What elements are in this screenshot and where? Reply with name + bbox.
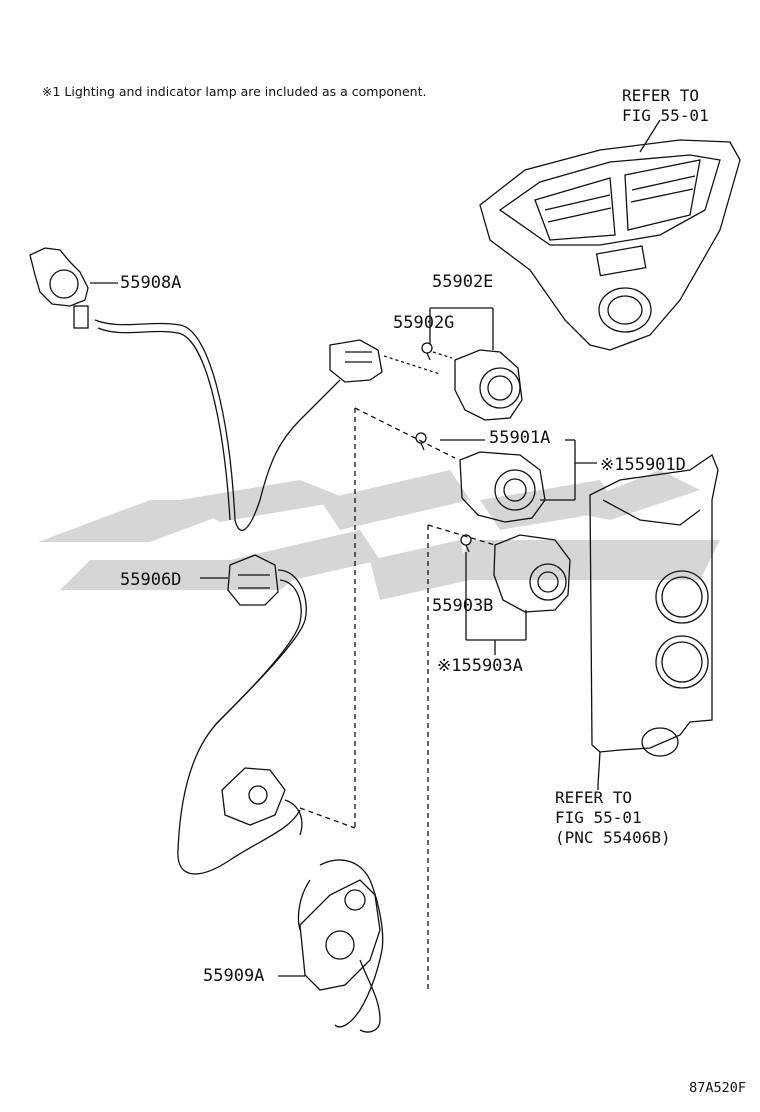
connector-upper — [329, 339, 441, 383]
part-label-55903b: 55903B — [432, 596, 494, 616]
air-vent-assembly — [479, 119, 741, 351]
refer-bottom-line3: (PNC 55406B) — [555, 828, 671, 847]
refer-top-line1: REFER TO — [622, 86, 700, 105]
part-label-55903a: ※155903A — [437, 656, 523, 676]
switch-55903a — [493, 534, 571, 613]
part-label-55901a: 55901A — [489, 428, 551, 448]
part-label-55901d: ※155901D — [600, 455, 686, 475]
switch-55908a — [29, 247, 341, 532]
screw-55903b — [460, 534, 472, 553]
dashed-assembly-lines — [299, 407, 496, 990]
footnote: ※1 Lighting and indicator lamp are inclu… — [42, 84, 427, 99]
part-label-55909a: 55909A — [203, 966, 265, 986]
refer-note-top: REFER TO FIG 55-01 — [622, 86, 709, 126]
connector-55906d — [177, 554, 307, 875]
part-label-55906d: 55906D — [120, 570, 182, 590]
part-label-55902e: 55902E — [432, 272, 494, 292]
refer-top-line2: FIG 55-01 — [622, 106, 709, 125]
drawing-code: 87A520F — [689, 1080, 746, 1096]
screw-55902g — [421, 342, 453, 361]
connector-lower — [221, 767, 303, 836]
leader-lines — [90, 282, 599, 977]
console-panel — [589, 454, 719, 786]
refer-note-bottom: REFER TO FIG 55-01 (PNC 55406B) — [555, 788, 671, 848]
switch-55909a — [297, 859, 384, 1033]
refer-bottom-line1: REFER TO — [555, 788, 633, 807]
part-label-55908a: 55908A — [120, 273, 182, 293]
switch-55901d — [459, 451, 546, 523]
refer-bottom-line2: FIG 55-01 — [555, 808, 642, 827]
knob-55902e — [454, 349, 523, 421]
part-label-55902g: 55902G — [393, 313, 455, 333]
